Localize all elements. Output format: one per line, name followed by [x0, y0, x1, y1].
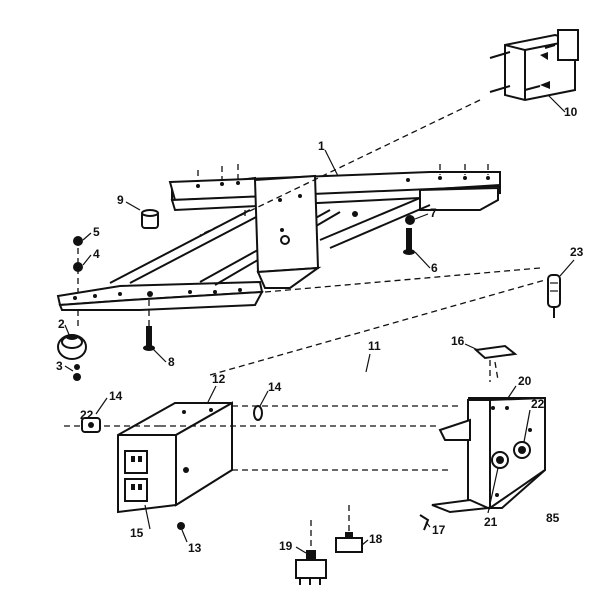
page-code: 85 [546, 511, 560, 525]
callout-22-left: 22 [80, 408, 94, 422]
callout-9: 9 [117, 193, 124, 207]
part-18-switch [335, 505, 363, 553]
callout-19: 19 [279, 539, 293, 553]
part-5-nut [73, 236, 83, 246]
part-20-right-housing [431, 396, 546, 514]
callout-7: 7 [430, 206, 437, 220]
callout-4: 4 [93, 247, 100, 261]
part-4-washer [73, 262, 83, 272]
part-12-left-housing [64, 401, 462, 514]
part-16-plate [473, 344, 518, 382]
callout-20: 20 [518, 374, 532, 388]
part-3-nut [73, 364, 81, 381]
part-17-screw [419, 514, 430, 531]
part-9-spacer [141, 209, 159, 229]
callout-13: 13 [188, 541, 202, 555]
callout-labels: 1 2 3 4 5 6 7 8 9 10 11 12 13 14 14 15 1… [56, 105, 584, 555]
callout-21: 21 [484, 515, 498, 529]
callout-14-right: 14 [268, 380, 282, 394]
dash-10-to-frame [199, 99, 481, 236]
callout-12: 12 [212, 372, 226, 386]
callout-15: 15 [130, 526, 144, 540]
callout-10: 10 [564, 105, 578, 119]
part-8-screw [143, 300, 155, 351]
part-14-bushing-left [81, 417, 101, 433]
dash-frame-to-23 [264, 267, 541, 293]
part-10-transformer [489, 29, 579, 102]
part-6-screw [403, 228, 415, 255]
callout-17: 17 [432, 523, 446, 537]
callout-22-right: 22 [531, 397, 545, 411]
part-14-bushing-right [253, 405, 263, 421]
callout-23: 23 [570, 245, 584, 259]
part-19-switch [295, 520, 327, 585]
callout-16: 16 [451, 334, 465, 348]
callout-1: 1 [318, 139, 325, 153]
leader-lines [64, 94, 575, 554]
callout-18: 18 [369, 532, 383, 546]
callout-8: 8 [168, 355, 175, 369]
part-2-rubber-foot [57, 334, 87, 360]
callout-14-left: 14 [109, 389, 123, 403]
callout-11: 11 [368, 339, 381, 353]
callout-5: 5 [93, 225, 100, 239]
callout-2: 2 [58, 317, 65, 331]
part-1-chassis-frame [56, 164, 501, 311]
part-13-screw [177, 522, 185, 530]
part-7-nut [405, 215, 415, 225]
callout-6: 6 [431, 261, 438, 275]
part-23-probe [547, 274, 561, 318]
dash-frame-to-20 [209, 279, 546, 376]
callout-3: 3 [56, 359, 63, 373]
